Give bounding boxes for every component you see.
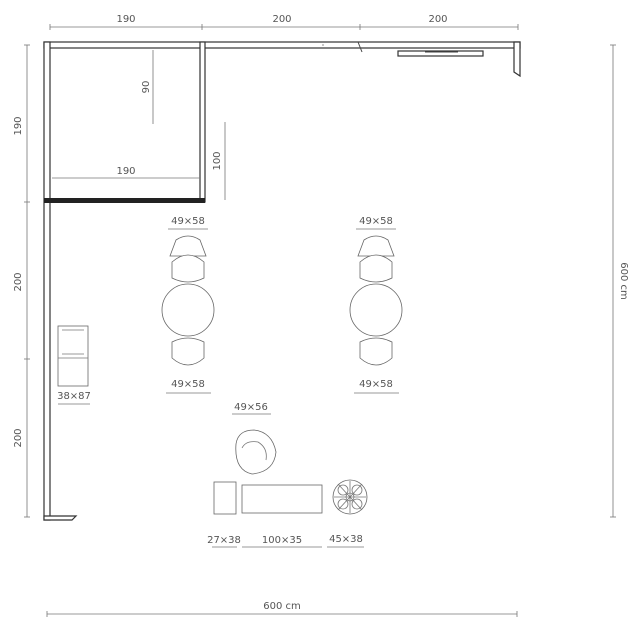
armchair: 49×56: [232, 402, 277, 475]
dim-bench: 100×35: [262, 535, 302, 546]
shelf: 38×87: [57, 325, 91, 405]
top-dimension-line: 190 200 200: [49, 14, 519, 30]
bench: [241, 484, 323, 514]
chair-top-left: [171, 254, 205, 283]
wall-inner-horizontal: [44, 198, 205, 203]
wall-right-end: [513, 41, 521, 78]
dim-armchair: 49×56: [234, 402, 268, 413]
dim-inner-190: 190: [116, 166, 135, 177]
dim-chair-bottom-right: 49×58: [359, 379, 393, 390]
dim-top-3: 200: [428, 14, 447, 25]
lounge-furniture: 27×38 100×35 45×38: [207, 479, 368, 548]
dining-set-left: 49×58 49×58: [161, 216, 215, 394]
chair-top-left-back: [169, 235, 207, 257]
plant-icon: [332, 479, 368, 515]
chair-bottom-left: [171, 337, 205, 366]
dining-set-right: 49×58 49×58: [349, 216, 403, 394]
wall-left: [43, 41, 51, 521]
wall-top: [43, 41, 521, 49]
right-dimension-line: 600 cm: [610, 44, 629, 518]
table-left: [161, 283, 215, 337]
dim-total-right: 600 cm: [618, 262, 629, 300]
dim-top-1: 190: [116, 14, 135, 25]
dim-total-bottom: 600 cm: [263, 601, 301, 612]
window-top: [397, 50, 484, 57]
left-dimension-line: 190 200 200: [13, 44, 30, 518]
bottom-dimension-line: 600 cm: [46, 601, 518, 617]
dim-chair-top-left: 49×58: [171, 216, 205, 227]
chair-top-right: [359, 254, 393, 283]
dim-chair-top-right: 49×58: [359, 216, 393, 227]
dim-left-1: 190: [13, 116, 24, 135]
wall-inner-vertical: [199, 41, 206, 203]
walls: [43, 41, 521, 521]
dim-shelf: 38×87: [57, 391, 91, 402]
inner-dimensions: 90 100 190: [52, 50, 226, 200]
dim-left-3: 200: [13, 428, 24, 447]
dim-inner-100: 100: [212, 151, 223, 170]
dim-side-table: 27×38: [207, 535, 241, 546]
dim-inner-90: 90: [141, 81, 152, 94]
dim-chair-bottom-left: 49×58: [171, 379, 205, 390]
chair-top-right-back: [357, 235, 395, 257]
dim-left-2: 200: [13, 272, 24, 291]
armchair-body: [235, 429, 277, 475]
table-right: [349, 283, 403, 337]
wall-bottom-stub: [43, 515, 78, 521]
shelf-body: [57, 325, 89, 387]
side-table: [213, 481, 237, 515]
dim-top-2: 200: [272, 14, 291, 25]
chair-bottom-right: [359, 337, 393, 366]
dim-plant: 45×38: [329, 534, 363, 545]
